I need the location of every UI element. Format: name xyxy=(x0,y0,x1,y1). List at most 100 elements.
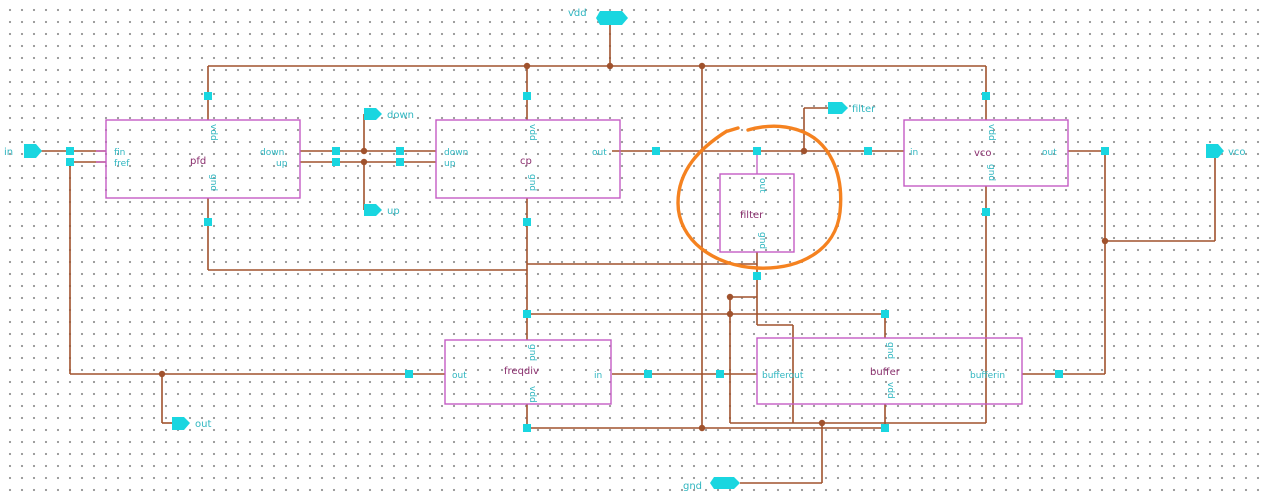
pin-label-gnd: gnd xyxy=(208,174,218,191)
port-up[interactable]: up xyxy=(364,204,400,217)
port-filter[interactable]: filter xyxy=(828,102,876,115)
port-vco[interactable]: vco xyxy=(1206,144,1246,158)
pin-gnd[interactable] xyxy=(881,310,889,318)
block-filter-label: filter xyxy=(740,210,764,221)
junction-dot xyxy=(158,370,166,378)
block-vco-outline xyxy=(903,119,1069,187)
port-in[interactable]: in xyxy=(4,144,42,158)
pin-up[interactable] xyxy=(396,158,404,166)
junction-dot xyxy=(800,147,808,155)
port-filter-shape xyxy=(828,102,848,114)
pin-bufferout[interactable] xyxy=(716,370,724,378)
port-out-label: out xyxy=(195,419,211,430)
block-cp-label: cp xyxy=(520,156,532,167)
port-vdd[interactable]: vdd xyxy=(568,8,628,25)
pin-label-gnd: gnd xyxy=(885,342,895,359)
pin-label-gnd: gnd xyxy=(986,164,996,181)
pin-in[interactable] xyxy=(864,147,872,155)
port-down[interactable]: down xyxy=(364,108,414,121)
pin-out[interactable] xyxy=(652,147,660,155)
block-cp[interactable]: cp down up out vdd gnd xyxy=(396,92,660,226)
block-freqdiv-label: freqdiv xyxy=(504,366,539,377)
pin-vdd[interactable] xyxy=(881,424,889,432)
pin-up[interactable] xyxy=(332,158,340,166)
block-filter-outline xyxy=(719,173,795,253)
junction-dot xyxy=(698,424,706,432)
pin-in[interactable] xyxy=(644,370,652,378)
block-pfd-outline xyxy=(105,119,301,199)
port-in-shape xyxy=(24,144,42,158)
pin-out[interactable] xyxy=(1101,147,1109,155)
pin-down[interactable] xyxy=(332,147,340,155)
junction-dot xyxy=(523,62,531,70)
pin-label-down: down xyxy=(444,148,468,158)
pin-label-fref: fref xyxy=(114,159,130,169)
pin-label-in: in xyxy=(594,371,602,381)
pin-label-up: up xyxy=(276,159,288,169)
block-buffer[interactable]: buffer bufferout bufferin gnd vdd xyxy=(716,310,1063,432)
pin-label-vdd: vdd xyxy=(208,124,218,141)
port-vco-label: vco xyxy=(1228,147,1246,158)
pin-label-out: out xyxy=(1042,148,1057,158)
junction-dot xyxy=(360,147,368,155)
pin-label-gnd: gnd xyxy=(527,344,537,361)
pin-label-vdd: vdd xyxy=(885,382,895,399)
pin-label-up: up xyxy=(444,159,456,169)
port-down-label: down xyxy=(387,110,414,121)
pin-label-in: in xyxy=(910,148,918,158)
block-pfd-label: pfd xyxy=(190,156,206,167)
pin-gnd[interactable] xyxy=(982,208,990,216)
port-filter-label: filter xyxy=(852,104,876,115)
pin-label-out: out xyxy=(592,148,607,158)
port-out[interactable]: out xyxy=(172,417,211,430)
pin-label-vdd: vdd xyxy=(527,124,537,141)
pin-vdd[interactable] xyxy=(523,424,531,432)
port-out-shape xyxy=(172,417,190,430)
pin-label-down: down xyxy=(260,148,284,158)
wires xyxy=(40,18,1216,484)
pin-gnd[interactable] xyxy=(204,218,212,226)
junction-dots xyxy=(158,62,1109,432)
pin-label-gnd: gnd xyxy=(757,232,767,249)
pin-label-out: out xyxy=(757,178,767,193)
port-gnd[interactable]: gnd xyxy=(683,477,740,492)
pin-out[interactable] xyxy=(753,147,761,155)
pin-gnd[interactable] xyxy=(523,218,531,226)
highlight-circle-gap xyxy=(726,126,740,133)
port-vco-shape xyxy=(1206,144,1224,158)
block-filter[interactable]: filter out gnd xyxy=(719,147,795,280)
pin-label-gnd: gnd xyxy=(527,174,537,191)
pin-label-vdd: vdd xyxy=(986,124,996,141)
junction-dot xyxy=(606,62,614,70)
pin-gnd[interactable] xyxy=(523,310,531,318)
block-vco-label: vco xyxy=(974,148,992,159)
block-buffer-outline xyxy=(756,337,1023,405)
pin-vdd[interactable] xyxy=(523,92,531,100)
block-freqdiv-outline xyxy=(444,339,612,405)
pin-fin[interactable] xyxy=(66,147,74,155)
pin-bufferin[interactable] xyxy=(1055,370,1063,378)
junction-dot xyxy=(360,158,368,166)
pin-fref[interactable] xyxy=(66,158,74,166)
pin-label-bufferin: bufferin xyxy=(970,371,1005,381)
block-vco[interactable]: vco in out vdd gnd xyxy=(864,92,1109,216)
pin-label-vdd: vdd xyxy=(527,386,537,403)
port-gnd-label: gnd xyxy=(683,481,702,492)
port-gnd-shape xyxy=(710,477,740,489)
junction-dot xyxy=(726,293,734,301)
port-up-shape xyxy=(364,204,382,216)
pin-label-out: out xyxy=(452,371,467,381)
pin-down[interactable] xyxy=(396,147,404,155)
pin-vdd[interactable] xyxy=(204,92,212,100)
block-pfd[interactable]: pfd fin fref down up vdd gnd xyxy=(66,92,340,226)
port-vdd-label: vdd xyxy=(568,8,587,19)
junction-dot xyxy=(726,310,734,318)
junction-dot xyxy=(818,419,826,427)
pin-out[interactable] xyxy=(405,370,413,378)
block-freqdiv[interactable]: freqdiv out in gnd vdd xyxy=(405,310,652,432)
pin-gnd[interactable] xyxy=(753,272,761,280)
pin-vdd[interactable] xyxy=(982,92,990,100)
port-up-label: up xyxy=(387,206,400,217)
junction-dot xyxy=(1101,237,1109,245)
